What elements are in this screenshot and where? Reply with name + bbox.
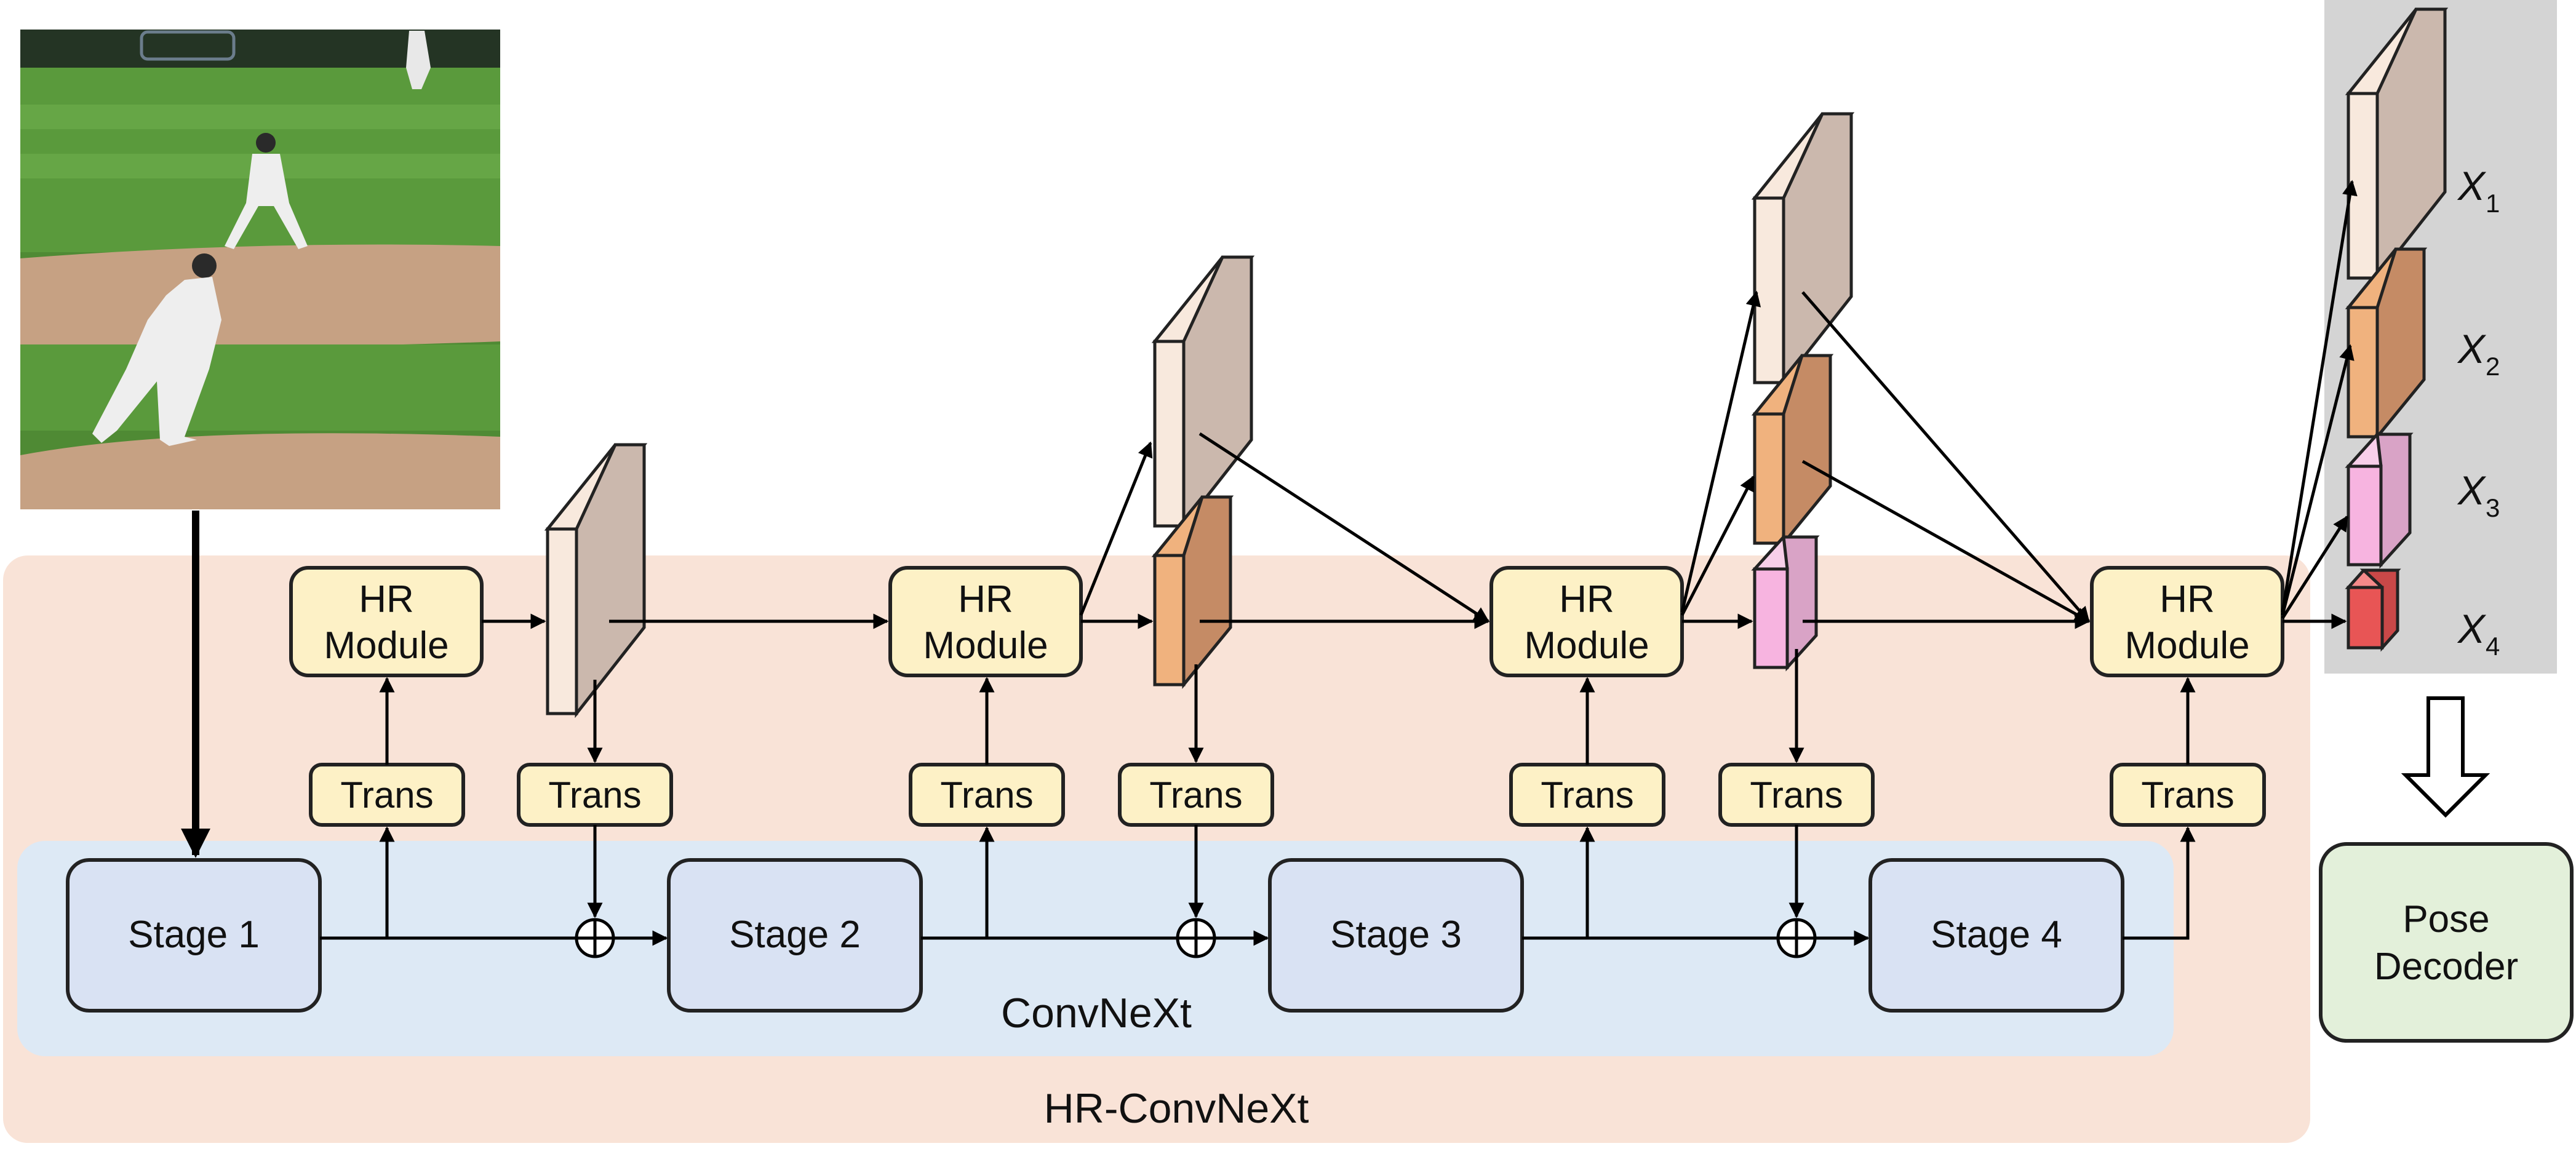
decoder-arrow: [2401, 696, 2490, 818]
trans-1: Trans: [309, 763, 465, 827]
stage-2-label: Stage 2: [729, 913, 861, 956]
svg-text:X: X: [2457, 163, 2487, 209]
trans-4-label: Trans: [1149, 774, 1242, 816]
convnext-label: ConvNeXt: [1001, 990, 1192, 1037]
hr-module-1-line1: HR: [359, 578, 414, 621]
svg-text:X: X: [2457, 468, 2487, 513]
trans-3-label: Trans: [940, 774, 1033, 816]
trans-7: Trans: [2110, 763, 2266, 827]
input-image: [20, 30, 500, 509]
output-label-x1: X 1: [2457, 163, 2500, 218]
hr-module-2-line1: HR: [958, 578, 1013, 621]
hr-module-1-line2: Module: [324, 624, 449, 667]
hr-convnext-label: HR-ConvNeXt: [1044, 1085, 1309, 1132]
svg-text:X: X: [2457, 326, 2487, 372]
sum-node-3: [1776, 918, 1817, 958]
stage-1: Stage 1: [66, 858, 322, 1013]
convnext-region: [17, 841, 2174, 1056]
feature-map-pink-1: [1751, 535, 1820, 672]
feature-map-beige-1: [544, 443, 648, 718]
output-map-x3: [2345, 432, 2414, 569]
trans-4: Trans: [1118, 763, 1274, 827]
output-map-x4: [2345, 568, 2401, 652]
hr-module-4-line1: HR: [2159, 578, 2215, 621]
hr-module-2: HR Module: [888, 566, 1083, 677]
svg-text:4: 4: [2486, 632, 2500, 661]
sum-node-2: [1176, 918, 1216, 958]
trans-1-label: Trans: [340, 774, 433, 816]
hr-module-4-line2: Module: [2124, 624, 2249, 667]
connections: [320, 180, 2358, 946]
stage-3-label: Stage 3: [1330, 913, 1462, 956]
stage-4: Stage 4: [1868, 858, 2124, 1013]
stage-3: Stage 3: [1268, 858, 1524, 1013]
trans-5-label: Trans: [1541, 774, 1633, 816]
pose-decoder-line1: Pose: [2403, 898, 2489, 941]
feature-map-orange-1: [1151, 495, 1234, 690]
feature-map-beige-3: [1751, 112, 1855, 388]
trans-6-label: Trans: [1750, 774, 1843, 816]
svg-text:X: X: [2457, 606, 2487, 651]
hr-module-3-line2: Module: [1524, 624, 1649, 667]
hr-module-3-line1: HR: [1559, 578, 1614, 621]
stage-2: Stage 2: [667, 858, 923, 1013]
stage-1-label: Stage 1: [128, 913, 260, 956]
stage-4-label: Stage 4: [1931, 913, 2062, 956]
trans-6: Trans: [1718, 763, 1875, 827]
trans-7-label: Trans: [2141, 774, 2234, 816]
trans-2-label: Trans: [548, 774, 641, 816]
output-label-x4: X 4: [2457, 606, 2500, 661]
feature-map-orange-2: [1751, 354, 1834, 548]
trans-3: Trans: [909, 763, 1065, 827]
svg-text:1: 1: [2486, 189, 2500, 218]
trans-5: Trans: [1509, 763, 1665, 827]
hr-module-2-line2: Module: [923, 624, 1048, 667]
hr-module-4: HR Module: [2090, 566, 2284, 677]
sum-node-1: [575, 918, 615, 958]
svg-text:3: 3: [2486, 493, 2500, 522]
pose-decoder: Pose Decoder: [2319, 842, 2574, 1043]
output-label-x2: X 2: [2457, 326, 2500, 381]
trans-2: Trans: [517, 763, 673, 827]
feature-map-beige-2: [1151, 255, 1255, 531]
svg-text:2: 2: [2486, 352, 2500, 381]
output-map-x1: [2345, 7, 2449, 283]
output-map-x2: [2345, 247, 2428, 442]
hr-module-3: HR Module: [1489, 566, 1684, 677]
pose-decoder-line2: Decoder: [2374, 945, 2518, 988]
output-label-x3: X 3: [2457, 468, 2500, 522]
hr-module-1: HR Module: [289, 566, 484, 677]
